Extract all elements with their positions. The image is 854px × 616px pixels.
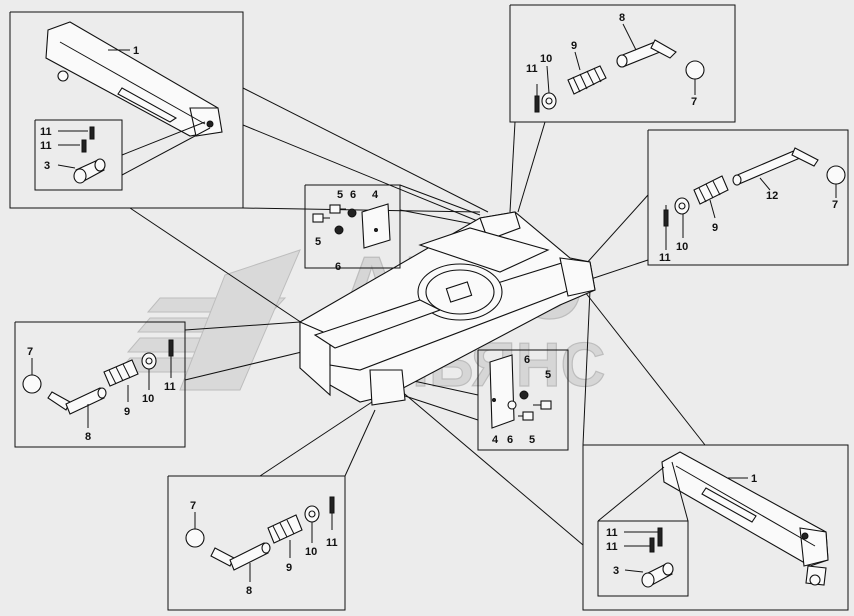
label-cap-right: 7 bbox=[832, 199, 838, 211]
spring-bottom-center bbox=[267, 514, 303, 544]
label-nut-center-right-b: 6 bbox=[507, 434, 513, 446]
label-nut-center-right-a: 6 bbox=[524, 354, 530, 366]
label-nut-center-left-a: 6 bbox=[350, 189, 356, 201]
label-pin-bottom-right: 3 bbox=[613, 565, 619, 577]
box-center-left: 5 5 6 6 4 bbox=[304, 184, 401, 273]
label-spring-bottom-center: 9 bbox=[286, 562, 292, 574]
spring-top-right bbox=[567, 65, 607, 95]
cap-top-right bbox=[685, 60, 705, 80]
screw-center-left-a bbox=[329, 204, 346, 214]
cap-right bbox=[826, 165, 846, 185]
main-frame bbox=[299, 211, 596, 406]
label-pin-left: 8 bbox=[85, 431, 91, 443]
label-washer-top-right: 10 bbox=[540, 53, 552, 65]
label-spring-top-right: 9 bbox=[571, 40, 577, 52]
label-cap-bottom-center: 7 bbox=[190, 500, 196, 512]
pin-bottom-right bbox=[641, 562, 674, 588]
label-plate-center-left: 4 bbox=[372, 189, 379, 201]
label-spring-left: 9 bbox=[124, 406, 130, 418]
pin-top-left bbox=[73, 158, 106, 184]
bolt-top-left-b bbox=[58, 139, 87, 153]
watermark-logo bbox=[116, 249, 301, 391]
arm-assembly-top bbox=[45, 21, 223, 137]
label-bolt-bottom-right-a: 11 bbox=[606, 527, 618, 539]
label-washer-right: 10 bbox=[676, 241, 688, 253]
screw-center-right-a bbox=[533, 400, 552, 410]
rod-top-right bbox=[534, 84, 540, 113]
label-screw-center-right-a: 5 bbox=[545, 369, 551, 381]
box-bottom-center: 7 8 9 10 11 bbox=[167, 475, 346, 611]
box-right: 12 9 10 11 7 bbox=[647, 129, 849, 266]
plate-center-right bbox=[489, 354, 515, 429]
washer-right bbox=[674, 197, 690, 215]
nut-center-left-b bbox=[334, 225, 344, 235]
nut-center-left-a bbox=[347, 208, 357, 218]
rod-left bbox=[168, 339, 174, 378]
cap-left bbox=[22, 374, 42, 394]
label-bolt-top-left-b: 11 bbox=[40, 140, 52, 152]
washer-bottom-center bbox=[304, 505, 320, 523]
pin-top-right bbox=[616, 39, 677, 68]
label-pin-top-right: 8 bbox=[619, 12, 625, 24]
nut-center-right-b bbox=[507, 400, 517, 410]
screw-center-right-b bbox=[518, 411, 534, 421]
arm-assembly-bottom bbox=[661, 451, 829, 586]
bolt-top-left-a bbox=[58, 126, 95, 140]
pin-left bbox=[47, 387, 107, 415]
label-pin-top-left: 3 bbox=[44, 160, 50, 172]
bolt-bottom-right-a bbox=[624, 527, 663, 547]
washer-left bbox=[141, 352, 157, 370]
box-top-right: 8 9 10 11 7 bbox=[509, 4, 736, 123]
label-screw-center-left-b: 5 bbox=[315, 236, 321, 248]
pin-right bbox=[732, 147, 819, 186]
plate-center-left bbox=[361, 203, 391, 249]
nut-center-right-a bbox=[519, 390, 529, 400]
spring-left bbox=[103, 359, 139, 387]
screw-center-left-b bbox=[312, 213, 330, 223]
label-rod-left: 11 bbox=[164, 381, 176, 393]
label-spring-right: 9 bbox=[712, 222, 718, 234]
label-nut-center-left-b: 6 bbox=[335, 261, 341, 273]
box-bottom-right: 1 11 11 3 bbox=[582, 444, 849, 611]
label-bolt-bottom-right-b: 11 bbox=[606, 541, 618, 553]
label-washer-bottom-center: 10 bbox=[305, 546, 317, 558]
label-screw-center-left-a: 5 bbox=[337, 189, 343, 201]
label-washer-left: 10 bbox=[142, 393, 154, 405]
label-rod-bottom-center: 11 bbox=[326, 537, 338, 549]
label-rod-top-right: 11 bbox=[526, 63, 538, 75]
rod-right bbox=[663, 205, 669, 250]
leader-lines bbox=[129, 87, 706, 546]
bolt-bottom-right-b bbox=[624, 537, 655, 553]
label-pin-bottom-center: 8 bbox=[246, 585, 252, 597]
label-screw-center-right-b: 5 bbox=[529, 434, 535, 446]
label-rod-right: 11 bbox=[659, 252, 671, 264]
label-plate-center-right: 4 bbox=[492, 434, 499, 446]
label-arm-top: 1 bbox=[133, 45, 139, 57]
box-top-left: 1 11 11 3 bbox=[9, 11, 244, 209]
label-bolt-top-left-a: 11 bbox=[40, 126, 52, 138]
pin-bottom-center bbox=[210, 542, 271, 571]
label-cap-left: 7 bbox=[27, 346, 33, 358]
spring-right bbox=[693, 175, 729, 205]
label-arm-bottom: 1 bbox=[751, 473, 757, 485]
washer-top-right bbox=[541, 92, 557, 110]
label-cap-top-right: 7 bbox=[691, 96, 697, 108]
cap-bottom-center bbox=[185, 528, 205, 548]
box-left: 7 8 9 10 11 bbox=[14, 321, 186, 448]
box-center-right: 4 6 6 5 5 bbox=[477, 349, 569, 451]
label-pin-right: 12 bbox=[766, 190, 778, 202]
rod-bottom-center bbox=[329, 496, 335, 530]
